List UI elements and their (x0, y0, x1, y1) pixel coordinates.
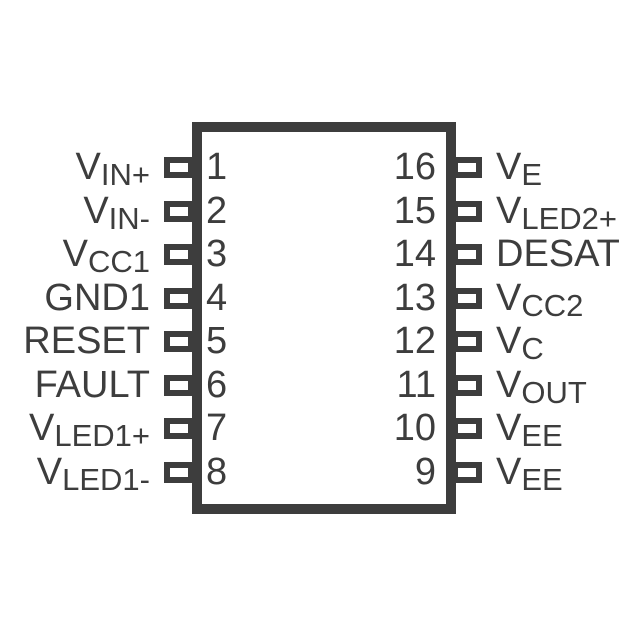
pin-stub-7 (164, 418, 194, 439)
pin-label-main: V (496, 277, 522, 319)
pin-label-vee-10: VEE (496, 407, 563, 453)
pin-stub-15 (452, 201, 482, 222)
pin-label-vled1-minus: VLED1- (36, 451, 150, 497)
pin-label-main: V (28, 407, 55, 449)
pin-label-vled1-plus: VLED1+ (28, 407, 150, 453)
pin-number-13: 13 (393, 277, 436, 319)
pin-label-vout: VOUT (496, 364, 587, 410)
pin-label-main: V (36, 451, 63, 493)
pin-stub-16 (452, 157, 482, 178)
pin-number-16: 16 (393, 146, 436, 188)
pin-label-desat: DESAT (496, 235, 620, 275)
pin-number-2: 2 (206, 190, 228, 232)
pin-label-reset: RESET (23, 322, 150, 362)
pin-stub-4 (164, 288, 194, 309)
pin-label-vin-plus: VIN+ (75, 146, 150, 192)
pin-number-9: 9 (414, 451, 436, 493)
pin-label-sub: EE (521, 418, 563, 453)
pin-label-main: V (62, 233, 88, 275)
pin-label-ve: VE (496, 146, 542, 192)
pin-label-vc: VC (496, 320, 544, 366)
pin-label-sub: LED1+ (54, 418, 150, 453)
pin-label-main: V (496, 451, 522, 493)
pin-number-12: 12 (393, 320, 436, 362)
pin-stub-1 (164, 157, 194, 178)
pin-label-main: RESET (23, 320, 150, 362)
pin-label-main: V (83, 190, 109, 232)
pin-label-sub: E (521, 157, 543, 192)
pin-label-fault: FAULT (35, 366, 150, 406)
pin-label-main: V (496, 320, 522, 362)
pin-label-sub: LED2+ (521, 201, 618, 236)
pin-label-sub: IN+ (100, 157, 150, 192)
ic-body (192, 122, 456, 514)
pin-label-vled2-plus: VLED2+ (496, 190, 617, 236)
pin-label-sub: CC1 (87, 244, 150, 279)
pin-label-main: V (496, 364, 522, 406)
pin-label-main: V (496, 190, 522, 232)
pin-stub-14 (452, 244, 482, 265)
pin-number-8: 8 (206, 451, 228, 493)
pin-label-main: V (496, 407, 522, 449)
pin-label-gnd1: GND1 (44, 279, 150, 319)
pin-stub-11 (452, 375, 482, 396)
pin-label-vee-9: VEE (496, 451, 563, 497)
pin-number-5: 5 (206, 320, 228, 362)
pin-label-sub: IN- (108, 201, 150, 236)
pin-label-vcc2: VCC2 (496, 277, 583, 323)
pin-label-vcc1: VCC1 (62, 233, 150, 279)
pin-stub-12 (452, 331, 482, 352)
pin-label-main: GND1 (44, 277, 150, 319)
pin-label-main: V (75, 146, 101, 188)
pin-stub-13 (452, 288, 482, 309)
pin-number-1: 1 (206, 146, 228, 188)
pin-number-4: 4 (206, 277, 228, 319)
pin-number-14: 14 (393, 233, 436, 275)
pin-stub-3 (164, 244, 194, 265)
pin-label-sub: C (521, 331, 544, 366)
pin-label-main: V (496, 146, 522, 188)
pin-stub-6 (164, 375, 194, 396)
pin-label-sub: LED1- (62, 462, 150, 497)
pin-label-sub: CC2 (521, 288, 584, 323)
pin-label-main: DESAT (496, 233, 620, 275)
pin-stub-2 (164, 201, 194, 222)
pin-number-15: 15 (393, 190, 436, 232)
pin-number-3: 3 (206, 233, 228, 275)
pin-number-11: 11 (396, 364, 436, 406)
pin-label-vin-minus: VIN- (83, 190, 150, 236)
pin-label-main: FAULT (34, 364, 150, 406)
pin-stub-9 (452, 462, 482, 483)
pin-number-6: 6 (206, 364, 228, 406)
pin-stub-5 (164, 331, 194, 352)
pin-stub-10 (452, 418, 482, 439)
pin-number-10: 10 (393, 407, 436, 449)
pin-number-7: 7 (206, 407, 228, 449)
pin-label-sub: EE (521, 462, 563, 497)
pin-stub-8 (164, 462, 194, 483)
pin-label-sub: OUT (521, 375, 587, 410)
